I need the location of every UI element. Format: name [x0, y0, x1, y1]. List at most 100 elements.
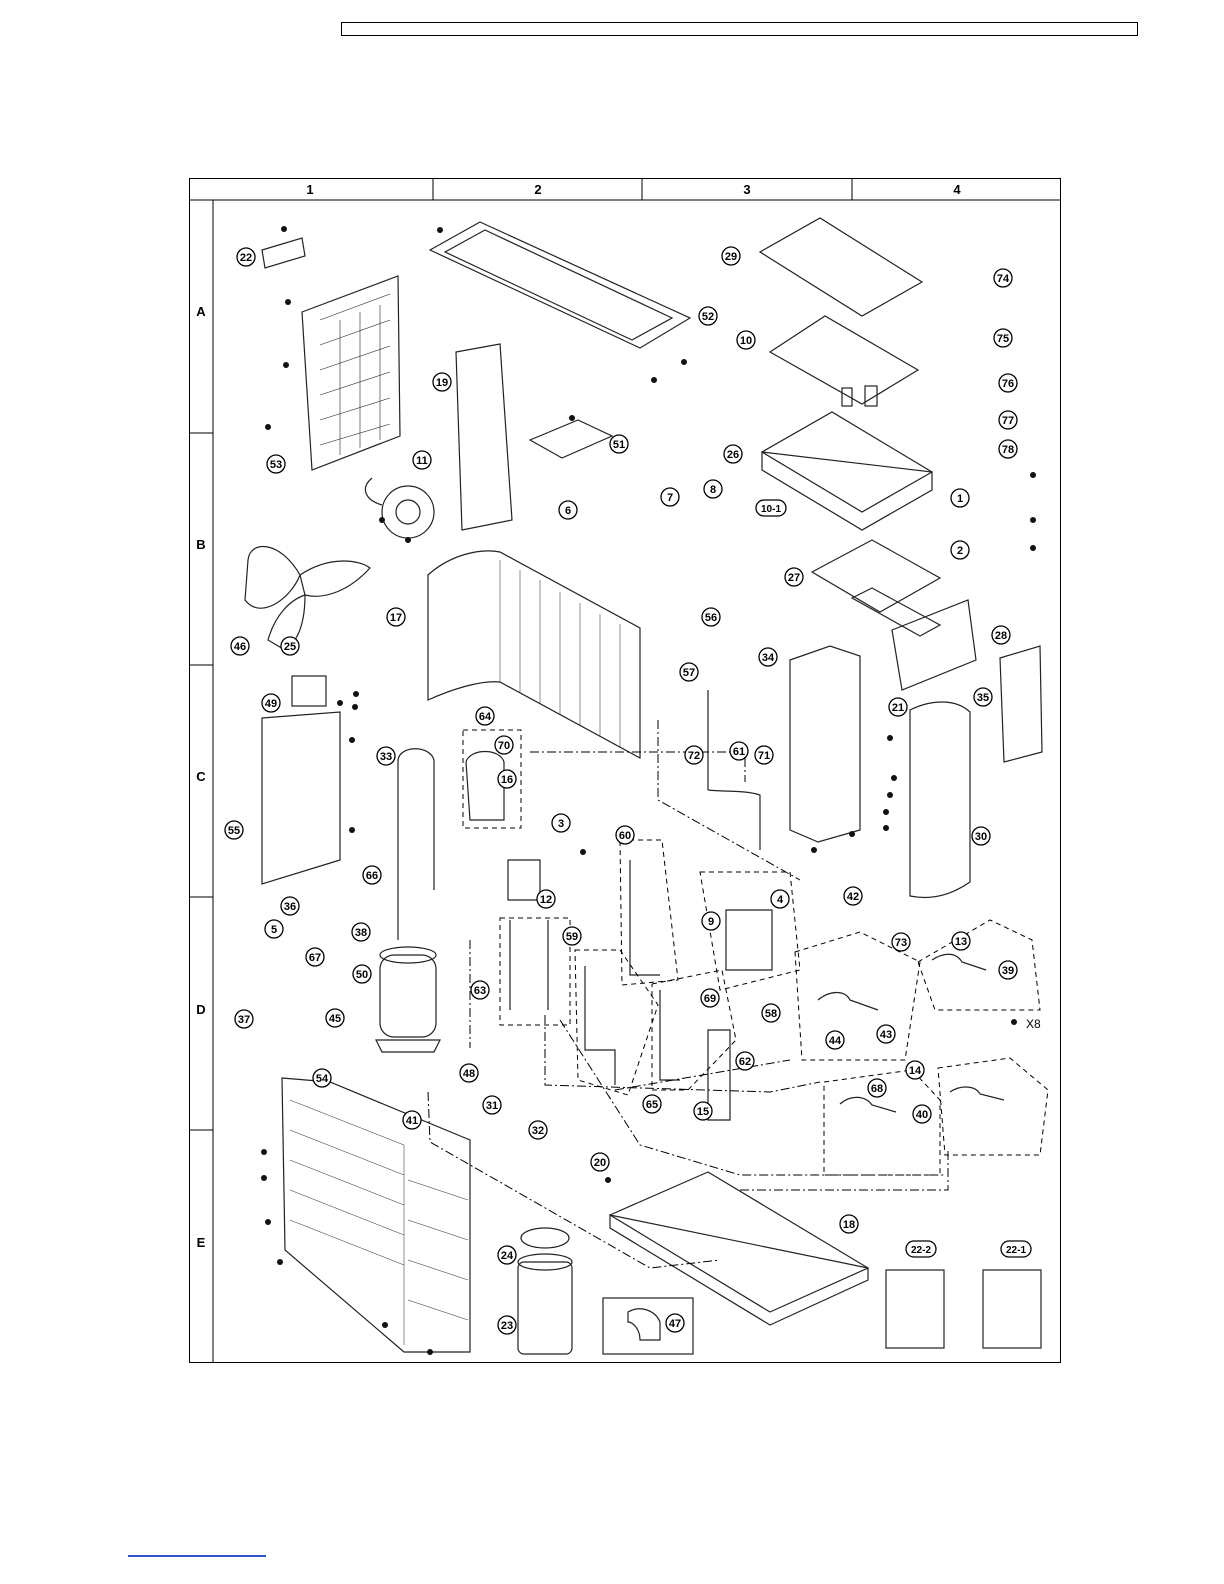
- callout-number: 23: [501, 1320, 513, 1332]
- part-callout: 8: [704, 480, 722, 498]
- callout-number: 3: [558, 818, 564, 830]
- part-callout: 14: [906, 1061, 924, 1079]
- part-callout: 54: [313, 1069, 331, 1087]
- callout-number: 68: [871, 1083, 883, 1095]
- callout-number: 12: [540, 894, 552, 906]
- footer-link-underline[interactable]: [128, 1555, 266, 1557]
- part-callout: 49: [262, 694, 280, 712]
- part-callout: 61: [730, 742, 748, 760]
- propeller-drawing: [245, 546, 300, 608]
- part-callout: 22: [237, 248, 255, 266]
- callout-number: 26: [727, 449, 739, 461]
- callout-number: 28: [995, 630, 1007, 642]
- part-callout: 19: [433, 373, 451, 391]
- tube-assembly-drawing: [630, 860, 660, 975]
- callout-number: 10: [740, 335, 752, 347]
- callout-number: 34: [762, 652, 775, 664]
- callout-number: 17: [390, 612, 402, 624]
- callout-number: 9: [708, 916, 714, 928]
- part-callout: 4: [771, 890, 789, 908]
- valve-tube-drawing: [950, 1087, 1004, 1100]
- callout-number: 20: [594, 1157, 606, 1169]
- part-callout: 12: [537, 890, 555, 908]
- part-callout: 15: [694, 1102, 712, 1120]
- part-callout: 74: [994, 269, 1012, 287]
- screws: [261, 226, 1036, 1355]
- part-callout: 1: [951, 489, 969, 507]
- leader-dashed-lines: [428, 720, 948, 1268]
- callout-number: 73: [895, 937, 907, 949]
- side-panel-drawing: [790, 646, 860, 842]
- partition-drawing: [456, 344, 512, 530]
- callout-number: 62: [739, 1056, 751, 1068]
- callout-number: 67: [309, 952, 321, 964]
- part-callout: 10: [737, 331, 755, 349]
- callout-number: 29: [725, 251, 737, 263]
- control-board-drawing: [770, 316, 918, 404]
- callout-number: 30: [975, 831, 987, 843]
- manual-box-drawing: [886, 1270, 944, 1348]
- part-callout: 38: [352, 923, 370, 941]
- part-callout: 24: [498, 1246, 516, 1264]
- callout-number: 66: [366, 870, 378, 882]
- part-callout: 6: [559, 501, 577, 519]
- part-callout: 28: [992, 626, 1010, 644]
- callout-number: 63: [474, 985, 486, 997]
- row-label: A: [196, 304, 206, 319]
- part-callout: 22-1: [1001, 1241, 1031, 1257]
- callout-number: 53: [270, 459, 282, 471]
- callout-number: 60: [619, 830, 631, 842]
- callout-number: 5: [271, 924, 277, 936]
- part-callout: 11: [413, 451, 431, 469]
- part-callout: 26: [724, 445, 742, 463]
- front-grille-drawing: [282, 1078, 470, 1352]
- fan-motor-drawing: [382, 486, 434, 538]
- callout-number: 22-1: [1006, 1245, 1026, 1256]
- callout-number: 46: [234, 641, 246, 653]
- compressor-cover-drawing: [518, 1262, 572, 1354]
- callout-number: 24: [501, 1250, 514, 1262]
- part-callout: 37: [235, 1010, 253, 1028]
- part-callout: 25: [281, 637, 299, 655]
- part-callout: 40: [913, 1105, 931, 1123]
- part-callout: 65: [643, 1095, 661, 1113]
- callout-number: 42: [847, 891, 859, 903]
- valve-tube-drawing: [840, 1097, 896, 1112]
- callout-number: 40: [916, 1109, 928, 1121]
- callout-number: 19: [436, 377, 448, 389]
- front-cover-drawing: [910, 702, 970, 897]
- callout-number: 22: [240, 252, 252, 264]
- part-callout: 48: [460, 1064, 478, 1082]
- valve-tube-drawing: [932, 954, 986, 970]
- part-callout: 56: [702, 608, 720, 626]
- part-callout: 64: [476, 707, 494, 725]
- callout-number: 44: [829, 1035, 842, 1047]
- callout-number: 74: [997, 273, 1010, 285]
- callout-number: 32: [532, 1125, 544, 1137]
- callout-number: 13: [955, 936, 967, 948]
- tube-assembly-drawing: [466, 752, 504, 821]
- row-label: E: [197, 1235, 206, 1250]
- column-label: 1: [306, 182, 313, 197]
- multiplier-note: X8: [1026, 1017, 1041, 1031]
- part-callout: 34: [759, 648, 777, 666]
- callout-number: 69: [704, 993, 716, 1005]
- callout-number: 21: [892, 702, 904, 714]
- control-box-drawing: [812, 540, 940, 612]
- reactor-drawing: [292, 676, 326, 706]
- valve-body-drawing: [508, 860, 540, 900]
- callout-number: 18: [843, 1219, 855, 1231]
- part-callout: 32: [529, 1121, 547, 1139]
- part-callout: 39: [999, 961, 1017, 979]
- part-callout: 62: [736, 1052, 754, 1070]
- callout-number: 16: [501, 774, 513, 786]
- callout-number: 65: [646, 1099, 658, 1111]
- callout-number: 70: [498, 740, 510, 752]
- tube-assembly-drawing: [708, 690, 760, 850]
- callout-number: 37: [238, 1014, 250, 1026]
- part-callout: 53: [267, 455, 285, 473]
- part-callout: 7: [661, 488, 679, 506]
- part-callout: 43: [877, 1025, 895, 1043]
- part-callout: 68: [868, 1079, 886, 1097]
